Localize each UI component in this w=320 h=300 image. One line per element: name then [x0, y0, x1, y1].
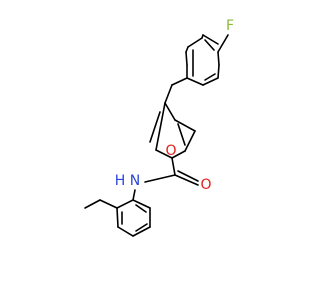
carbonyl-oxygen-atom-label: O — [200, 177, 211, 193]
bond-line — [185, 46, 189, 53]
bond-line — [132, 189, 136, 201]
bond-line — [184, 130, 196, 152]
bond-line — [135, 223, 148, 232]
fluorine-atom-label: F — [226, 18, 234, 34]
bond-line — [116, 207, 119, 228]
bond-line — [185, 51, 188, 66]
molecule-diagram: F O O N H — [84, 18, 234, 237]
bond-line — [204, 39, 215, 51]
bond-line — [202, 77, 219, 86]
bond-line — [217, 34, 229, 53]
bond-line — [186, 77, 204, 86]
bond-line — [99, 199, 118, 209]
bond-line — [177, 170, 199, 182]
bond-line — [202, 34, 219, 45]
bond-line — [149, 111, 161, 143]
bond-line — [204, 73, 216, 81]
bond-line — [135, 204, 147, 213]
bond-line — [174, 119, 196, 132]
bond-line — [171, 150, 186, 159]
bond-line — [164, 84, 173, 104]
structure-drawing: F O O N H — [84, 18, 234, 237]
bond-line — [144, 174, 176, 183]
bond-line — [116, 199, 134, 209]
bond-line — [84, 199, 101, 209]
bond-line — [177, 123, 186, 146]
bond-line — [217, 64, 220, 79]
bond-line — [117, 226, 134, 237]
bonds-layer — [84, 34, 229, 237]
amide-hydrogen-atom-label: H — [115, 173, 126, 189]
bond-line — [164, 102, 176, 121]
amide-nitrogen-atom-label: N — [130, 173, 140, 189]
bond-line — [171, 77, 188, 86]
atom-labels-layer: F O O N H — [115, 18, 234, 193]
bond-line — [132, 199, 151, 209]
bond-line — [155, 102, 166, 151]
bond-line — [217, 51, 220, 66]
bond-line — [132, 226, 151, 237]
bond-line — [155, 149, 173, 159]
furan-oxygen-atom-label: O — [165, 143, 176, 159]
bond-line — [174, 174, 199, 186]
bond-line — [187, 37, 203, 48]
bond-line — [171, 157, 176, 176]
